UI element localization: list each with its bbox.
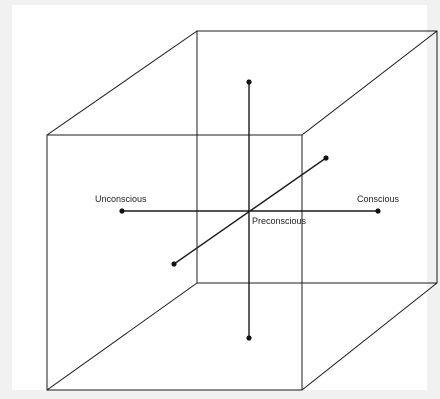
cube-edge-bottom-left xyxy=(46,282,198,391)
depth-axis-front-point xyxy=(171,261,177,267)
diagram-panel: Unconscious Conscious Preconscious xyxy=(12,5,438,391)
unconscious-label: Unconscious xyxy=(95,194,147,204)
cube-front-face xyxy=(46,134,303,391)
cube-edge-top-right xyxy=(301,30,438,136)
conscious-label: Conscious xyxy=(357,194,400,204)
cube-diagram: Unconscious Conscious Preconscious xyxy=(46,30,438,391)
vertical-axis-bottom-point xyxy=(246,335,252,341)
vertical-axis-top-point xyxy=(246,79,252,85)
depth-axis-back-point xyxy=(323,155,329,161)
depth-axis xyxy=(173,157,327,265)
unconscious-point xyxy=(119,208,125,214)
cube-edge-bottom-right xyxy=(301,282,438,391)
conscious-point xyxy=(375,208,381,214)
cube-edge-top-left xyxy=(46,30,198,136)
cube-back-face xyxy=(196,30,438,284)
preconscious-label: Preconscious xyxy=(252,216,307,226)
